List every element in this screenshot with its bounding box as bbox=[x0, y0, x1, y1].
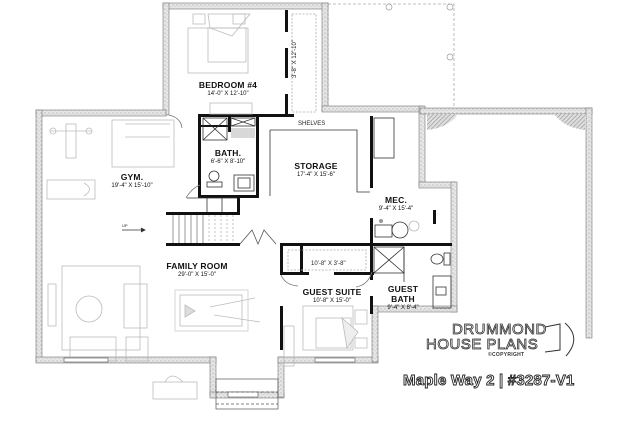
room-dims: 19'-4" X 15'-10" bbox=[111, 183, 153, 189]
room-name-line2: BATH bbox=[391, 294, 415, 304]
room-dims: 29'-0" X 15'-0" bbox=[178, 272, 216, 278]
room-name: STORAGE bbox=[294, 161, 338, 171]
room-name: BATH. bbox=[214, 148, 242, 158]
patio-outline bbox=[327, 3, 455, 110]
plan-caption: Maple Way 2 | #3287-V1 bbox=[403, 372, 575, 390]
room-name: BEDROOM #4 bbox=[198, 80, 258, 90]
room-name: FAMILY ROOM bbox=[166, 261, 228, 271]
room-label-storage: STORAGE 17'-4" X 15'-6" bbox=[294, 161, 337, 179]
room-dims: 10'-8" X 15'-0" bbox=[313, 298, 351, 304]
room-dims: 9'-4" X 8'-4" bbox=[387, 305, 419, 311]
logo-mark bbox=[544, 322, 575, 357]
copyright-text: ©COPYRIGHT bbox=[488, 352, 525, 358]
room-label-bedroom4: BEDROOM #4 14'-0" X 12'-10" bbox=[199, 80, 257, 98]
stair-up-label: UP bbox=[122, 223, 128, 228]
room-label-guest-bath: GUEST BATH 9'-4" X 8'-4" bbox=[387, 284, 418, 312]
room-name: GYM. bbox=[120, 172, 144, 182]
room-dims: 9'-4" X 15'-4" bbox=[378, 206, 414, 212]
room-label-bath: BATH. 6'-6" X 8'-10" bbox=[211, 148, 246, 166]
room-dims: 14'-0" X 12'-10" bbox=[207, 91, 249, 97]
shelves-label: SHELVES bbox=[298, 121, 326, 127]
furniture bbox=[46, 13, 368, 400]
room-name: MEC. bbox=[384, 195, 408, 205]
interior-lines bbox=[122, 13, 452, 309]
garage-corner-hatch bbox=[427, 114, 585, 130]
logo-line1: DRUMMOND bbox=[452, 321, 547, 338]
drummond-logo: DRUMMOND HOUSE PLANS ©COPYRIGHT bbox=[426, 322, 576, 358]
room-label-gym: GYM. 19'-4" X 15'-10" bbox=[111, 172, 152, 190]
logo-line2: HOUSE PLANS bbox=[426, 336, 539, 353]
room-name: GUEST SUITE bbox=[302, 287, 362, 297]
bottom-extension bbox=[215, 378, 279, 410]
room-label-mec: MEC. 9'-4" X 15'-4" bbox=[379, 195, 414, 213]
room-dims-guest-closet: 10'-8" X 3'-8" bbox=[311, 261, 346, 267]
room-dims: 6'-6" X 8'-10" bbox=[210, 159, 246, 165]
room-dims-closet: 3'-8" X 12'-10" bbox=[291, 40, 298, 78]
windows bbox=[63, 357, 356, 398]
room-dims: 17'-4" X 15'-6" bbox=[297, 172, 335, 178]
room-label-guest-suite: GUEST SUITE 10'-8" X 15'-0" bbox=[303, 287, 362, 305]
room-label-family-room: FAMILY ROOM 29'-0" X 15'-0" bbox=[166, 261, 227, 279]
interior-walls bbox=[166, 10, 452, 350]
room-name-line1: GUEST bbox=[387, 284, 419, 294]
